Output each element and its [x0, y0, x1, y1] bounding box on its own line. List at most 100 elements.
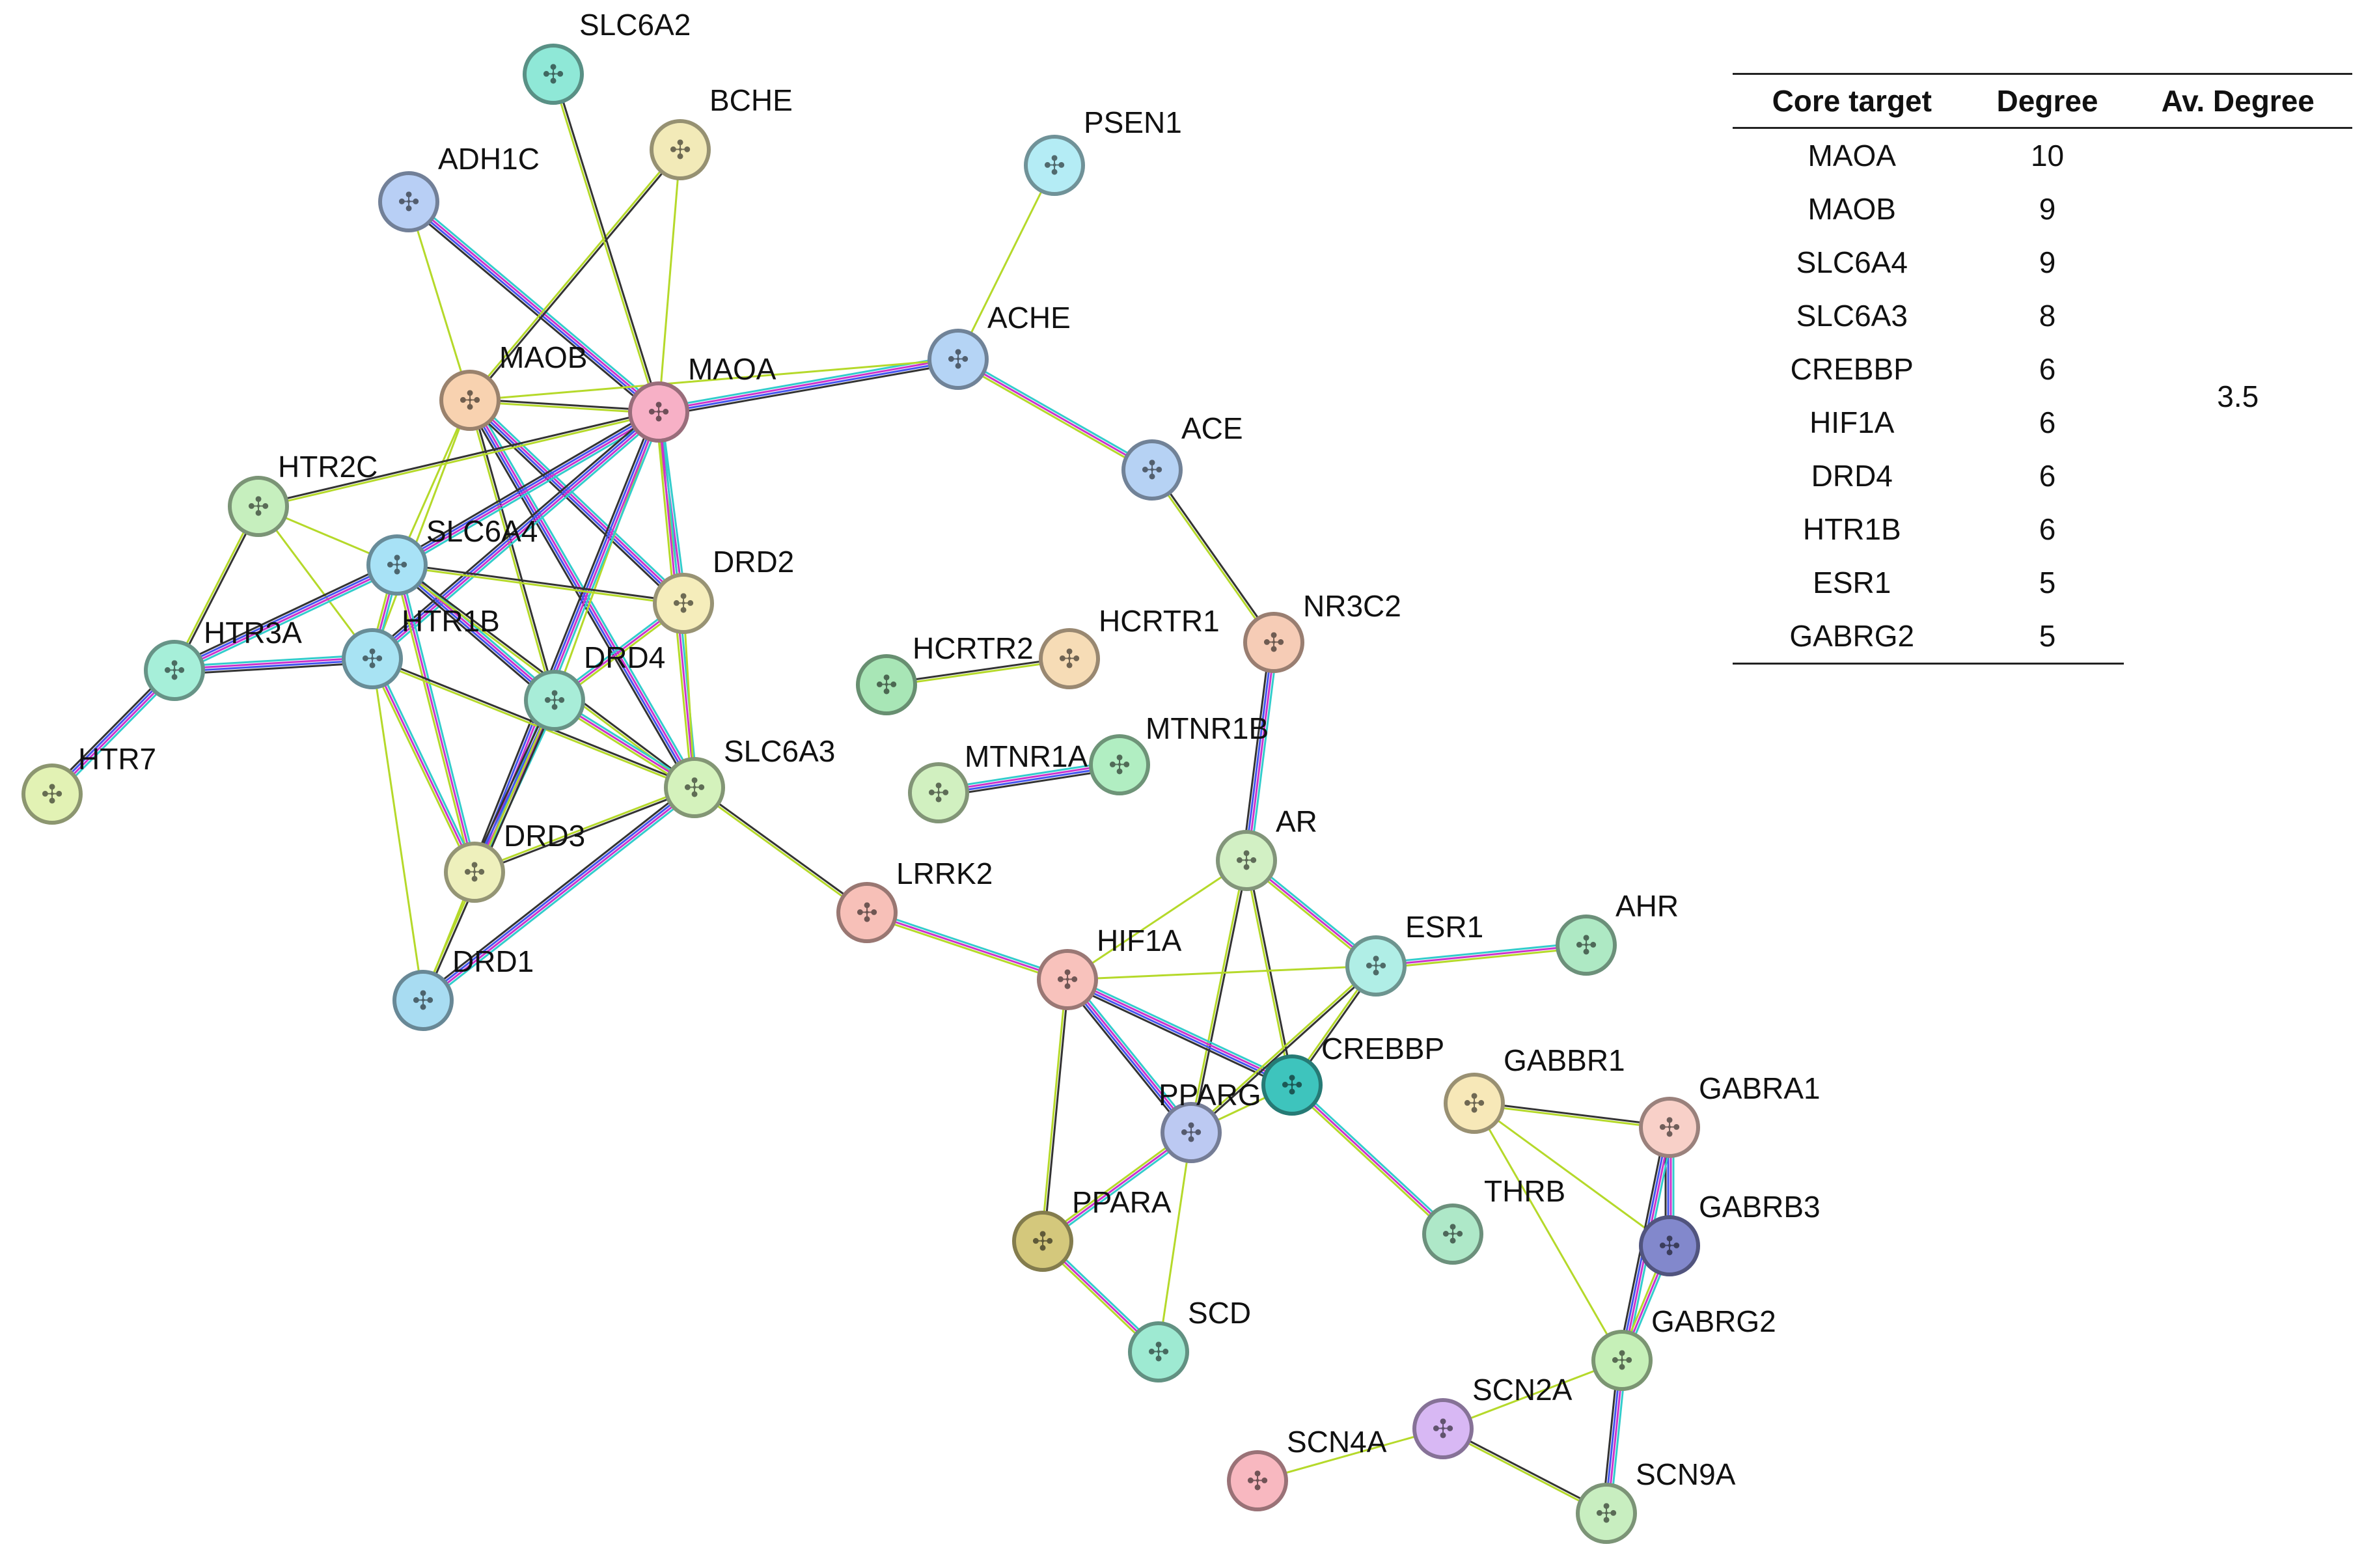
cell-target: HTR1B: [1802, 512, 1901, 546]
edge-strand: [1375, 941, 1586, 965]
node-circle[interactable]: [1037, 949, 1098, 1010]
node-slc6a2[interactable]: ✣SLC6A2: [523, 8, 691, 105]
node-circle[interactable]: [1639, 1097, 1700, 1158]
node-circle[interactable]: [378, 171, 439, 232]
protein-structure-icon: ✣: [1148, 1338, 1170, 1368]
node-circle[interactable]: [21, 763, 83, 825]
node-htr7[interactable]: ✣HTR7: [21, 742, 156, 825]
node-circle[interactable]: [1591, 1330, 1653, 1391]
edge-strand: [867, 909, 1069, 978]
node-circle[interactable]: [1422, 1204, 1483, 1265]
node-ache[interactable]: ✣ACHE: [928, 301, 1071, 390]
node-circle[interactable]: [1039, 628, 1100, 689]
node-circle[interactable]: [1024, 135, 1085, 196]
node-ace[interactable]: ✣ACE: [1121, 411, 1243, 501]
node-circle[interactable]: [523, 44, 584, 105]
node-mtnr1b[interactable]: ✣MTNR1B: [1089, 711, 1269, 795]
node-hif1a[interactable]: ✣HIF1A: [1037, 924, 1182, 1010]
node-circle[interactable]: [1639, 1215, 1700, 1276]
edge-strand: [1191, 860, 1249, 1133]
cell-target: DRD4: [1811, 459, 1893, 493]
node-gabrb3[interactable]: ✣GABRB3: [1639, 1190, 1821, 1276]
cell-degree: 9: [2039, 245, 2056, 279]
node-circle[interactable]: [836, 882, 898, 943]
node-circle[interactable]: [1261, 1054, 1323, 1116]
node-label: PSEN1: [1084, 105, 1182, 139]
node-circle[interactable]: [1556, 915, 1617, 976]
node-hcrtr2[interactable]: ✣HCRTR2: [856, 631, 1034, 715]
node-psen1[interactable]: ✣PSEN1: [1024, 105, 1182, 196]
node-label: HTR3A: [204, 616, 302, 650]
node-circle[interactable]: [444, 842, 505, 903]
node-ahr[interactable]: ✣AHR: [1556, 889, 1679, 976]
node-maoa[interactable]: ✣MAOA: [628, 352, 777, 443]
edge-strand: [397, 562, 684, 603]
node-adh1c[interactable]: ✣ADH1C: [378, 142, 540, 232]
node-esr1[interactable]: ✣ESR1: [1345, 910, 1483, 997]
node-circle[interactable]: [1243, 612, 1304, 673]
node-circle[interactable]: [1444, 1073, 1505, 1134]
node-circle[interactable]: [524, 670, 585, 731]
node-gabra1[interactable]: ✣GABRA1: [1639, 1071, 1821, 1158]
node-crebbp[interactable]: ✣CREBBP: [1261, 1032, 1444, 1116]
node-circle[interactable]: [664, 757, 725, 818]
node-circle[interactable]: [628, 381, 689, 443]
node-circle[interactable]: [228, 476, 289, 537]
node-circle[interactable]: [144, 640, 205, 701]
edge-strand: [174, 656, 372, 670]
node-gabbr1[interactable]: ✣GABBR1: [1444, 1043, 1625, 1134]
edge-strand: [371, 400, 471, 659]
node-scn4a[interactable]: ✣SCN4A: [1227, 1425, 1387, 1511]
node-drd1[interactable]: ✣DRD1: [392, 944, 534, 1031]
edge-DRD2-SLC6A3: [682, 603, 696, 788]
node-circle[interactable]: [1128, 1321, 1189, 1382]
node-circle[interactable]: [1161, 1102, 1222, 1163]
node-gabrg2[interactable]: ✣GABRG2: [1591, 1304, 1776, 1391]
node-circle[interactable]: [653, 573, 714, 634]
node-scn9a[interactable]: ✣SCN9A: [1576, 1457, 1736, 1544]
node-circle[interactable]: [1216, 830, 1277, 891]
node-scn2a[interactable]: ✣SCN2A: [1412, 1373, 1573, 1459]
node-hcrtr1[interactable]: ✣HCRTR1: [1039, 604, 1220, 689]
node-maob[interactable]: ✣MAOB: [439, 340, 587, 431]
protein-structure-icon: ✣: [1141, 456, 1163, 486]
node-htr2c[interactable]: ✣HTR2C: [228, 450, 378, 537]
node-circle[interactable]: [342, 628, 403, 689]
node-nr3c2[interactable]: ✣NR3C2: [1243, 589, 1401, 673]
node-ppara[interactable]: ✣PPARA: [1012, 1185, 1172, 1272]
node-thrb[interactable]: ✣THRB: [1422, 1174, 1565, 1265]
node-circle[interactable]: [1227, 1450, 1288, 1511]
node-circle[interactable]: [1012, 1211, 1073, 1272]
node-drd3[interactable]: ✣DRD3: [444, 819, 585, 903]
node-circle[interactable]: [366, 534, 428, 596]
node-htr1b[interactable]: ✣HTR1B: [342, 604, 500, 689]
node-drd4[interactable]: ✣DRD4: [524, 640, 665, 731]
node-circle[interactable]: [928, 329, 989, 390]
edge-strand: [939, 767, 1121, 798]
node-drd2[interactable]: ✣DRD2: [653, 545, 794, 634]
node-bche[interactable]: ✣BCHE: [650, 83, 793, 180]
node-pparg[interactable]: ✣PPARG: [1159, 1078, 1261, 1163]
node-circle[interactable]: [650, 119, 711, 180]
node-mtnr1a[interactable]: ✣MTNR1A: [908, 739, 1088, 823]
node-htr3a[interactable]: ✣HTR3A: [144, 616, 302, 701]
edge-ACHE-ACE: [956, 356, 1154, 473]
node-circle[interactable]: [439, 370, 501, 431]
table-row: HIF1A 6: [1733, 396, 2352, 449]
node-circle[interactable]: [1089, 734, 1150, 795]
node-circle[interactable]: [1121, 439, 1183, 501]
node-circle[interactable]: [1576, 1483, 1637, 1544]
node-scd[interactable]: ✣SCD: [1128, 1296, 1251, 1382]
node-circle[interactable]: [856, 654, 917, 715]
node-circle[interactable]: [1345, 935, 1407, 997]
node-ar[interactable]: ✣AR: [1216, 805, 1317, 891]
edge-strand: [682, 603, 696, 788]
edge-HCRTR2-HCRTR1: [886, 656, 1070, 687]
protein-structure-icon: ✣: [361, 644, 383, 674]
node-lrrk2[interactable]: ✣LRRK2: [836, 857, 993, 943]
node-slc6a4[interactable]: ✣SLC6A4: [366, 514, 538, 596]
node-slc6a3[interactable]: ✣SLC6A3: [664, 734, 835, 818]
node-circle[interactable]: [392, 970, 454, 1031]
node-circle[interactable]: [1412, 1398, 1474, 1459]
node-circle[interactable]: [908, 762, 969, 823]
